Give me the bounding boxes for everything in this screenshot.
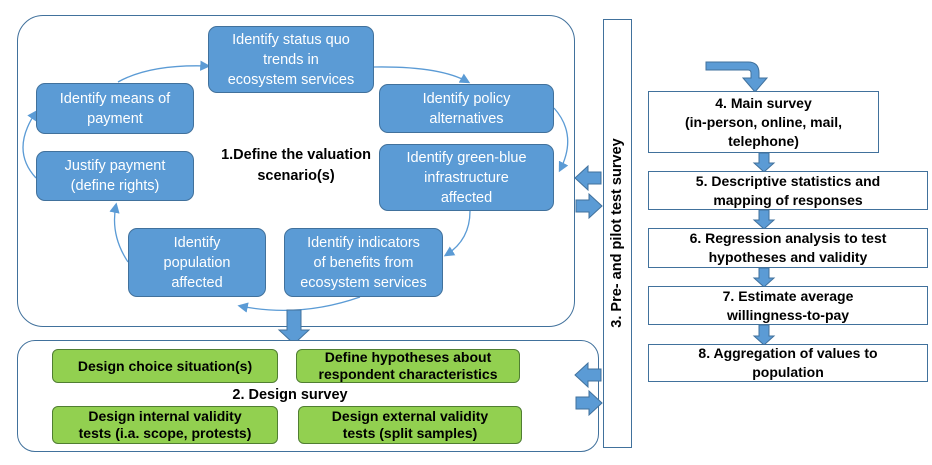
justify-payment-box: Justify payment (define rights): [36, 151, 194, 201]
arrow-policy-to-infrastructure: [553, 107, 569, 173]
arrow-population-to-justify: [109, 202, 129, 263]
status-quo-box: Identify status quo trends in ecosystem …: [208, 26, 374, 93]
arrow-infrastructure-to-indicators: [443, 210, 471, 257]
internal-validity-box: Design internal validity tests (i.a. sco…: [52, 406, 278, 444]
policy-alternatives-box: Identify policy alternatives: [379, 84, 554, 133]
population-box: Identify population affected: [128, 228, 266, 297]
green-blue-infrastructure-box: Identify green-blue infrastructure affec…: [379, 144, 554, 211]
arrow-step7-to-8: [752, 324, 776, 346]
pretest-bar: [603, 19, 632, 448]
step-regression-analysis: 6. Regression analysis to test hypothese…: [648, 228, 928, 268]
step-aggregation: 8. Aggregation of values to population: [648, 344, 928, 382]
external-validity-box: Design external validity tests (split sa…: [298, 406, 522, 444]
arrow-step5-to-6: [752, 209, 776, 230]
means-of-payment-box: Identify means of payment: [36, 83, 194, 134]
step-main-survey: 4. Main survey (in-person, online, mail,…: [648, 91, 879, 153]
step-estimate-wtp: 7. Estimate average willingness-to-pay: [648, 286, 928, 325]
define-hypotheses-box: Define hypotheses about respondent chara…: [296, 349, 520, 383]
arrow-status-to-policy: [373, 66, 471, 84]
arrow-valuation-to-pretest: [575, 192, 603, 220]
arrow-design-to-pretest: [575, 389, 603, 417]
valuation-scenario-title: 1.Define the valuation scenario(s): [221, 147, 371, 184]
indicators-box: Identify indicators of benefits from eco…: [284, 228, 443, 297]
arrow-means-to-status: [117, 60, 211, 83]
design-survey-title: 2. Design survey: [232, 387, 348, 403]
arrow-pretest-to-valuation: [574, 164, 602, 192]
step-descriptive-statistics: 5. Descriptive statistics and mapping of…: [648, 171, 928, 210]
arrow-step4-to-5: [752, 152, 776, 173]
arrow-pretest-to-design: [574, 361, 602, 389]
design-choice-box: Design choice situation(s): [52, 349, 278, 383]
arrow-justify-to-means: [22, 109, 38, 179]
arrow-step6-to-7: [752, 267, 776, 288]
